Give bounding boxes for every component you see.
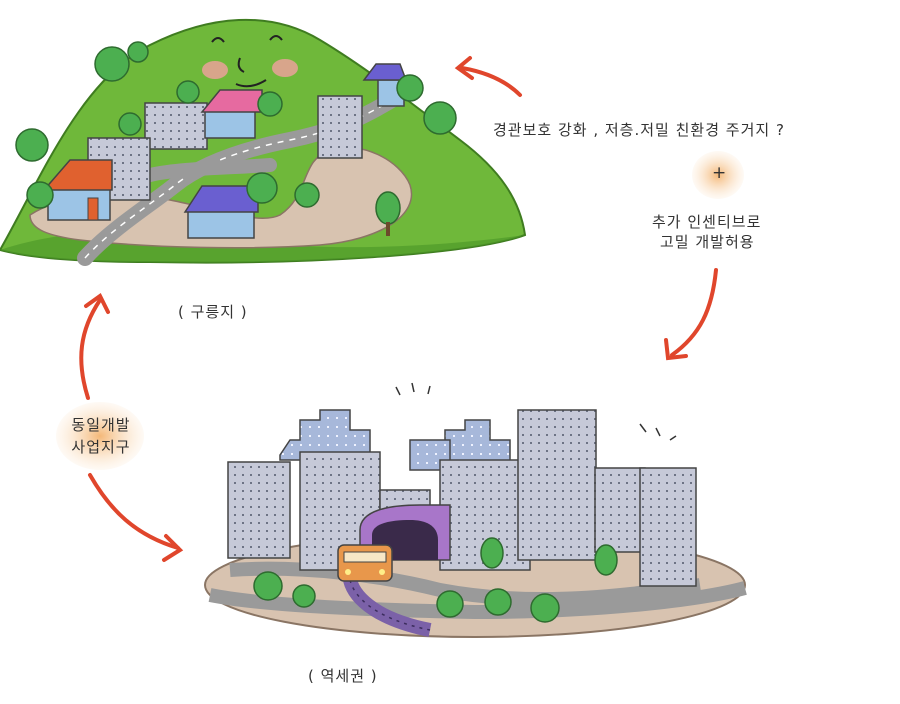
station-caption: ( 역세권 ) [308, 667, 378, 685]
tree-icon [253, 537, 618, 623]
train-icon [337, 544, 393, 582]
hill-caption: ( 구릉지 ) [178, 303, 248, 321]
hill-scene [0, 18, 527, 266]
incentive-line1: 추가 인센티브로 [652, 213, 762, 231]
sparkle-marks [395, 382, 677, 441]
arrow-icon [88, 473, 184, 562]
arrow-icon [79, 293, 110, 400]
hill-road-branch [143, 158, 277, 182]
station-scene [204, 382, 747, 638]
face-icon [202, 35, 298, 88]
incentive-line2: 고밀 개발허용 [660, 233, 755, 251]
tree-icon [15, 41, 457, 236]
joint-line2: 사업지구 [71, 438, 131, 456]
building-icon [279, 409, 511, 471]
house-icon [183, 185, 259, 239]
headline-text: 경관보호 강화 , 저층.저밀 친환경 주거지 ? [493, 121, 785, 139]
house-icon [200, 89, 263, 139]
arrow-icon [664, 268, 718, 361]
joint-blob [56, 402, 144, 470]
rail-track [343, 577, 432, 637]
plus-blob [692, 151, 744, 199]
joint-line1: 동일개발 [71, 416, 131, 434]
arrow-icon [454, 56, 522, 97]
plus-text: + [712, 163, 728, 183]
house-icon [42, 159, 113, 221]
